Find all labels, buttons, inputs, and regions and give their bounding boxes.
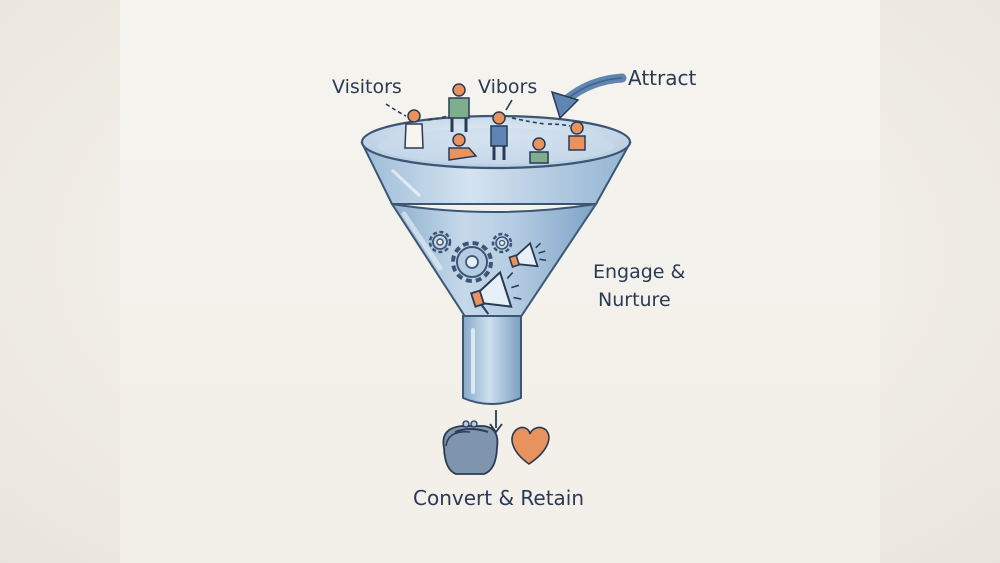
person-icon xyxy=(568,121,586,151)
gear-icon xyxy=(451,241,493,283)
engage-line1: Engage & xyxy=(593,261,686,283)
person-icon xyxy=(404,109,424,149)
visitors-label: Visitors xyxy=(332,76,402,98)
engage-line2: Nurture xyxy=(598,289,671,311)
purse-icon xyxy=(442,420,499,475)
person-icon xyxy=(490,111,508,160)
attract-label: Attract xyxy=(628,66,697,90)
megaphone-icon xyxy=(469,270,522,315)
attract-arrow-icon xyxy=(550,73,627,120)
person-icon xyxy=(448,133,478,161)
gear-icon xyxy=(491,232,513,254)
person-icon xyxy=(529,137,549,164)
vibors-label: Vibors xyxy=(478,76,538,98)
engage-nurture-label: Engage & Nurture xyxy=(593,258,685,314)
funnel-neck xyxy=(462,315,522,405)
heart-icon xyxy=(511,426,550,465)
convert-retain-label: Convert & Retain xyxy=(413,486,585,510)
megaphone-icon xyxy=(508,241,547,268)
person-icon xyxy=(448,83,470,132)
gear-icon xyxy=(428,230,452,254)
